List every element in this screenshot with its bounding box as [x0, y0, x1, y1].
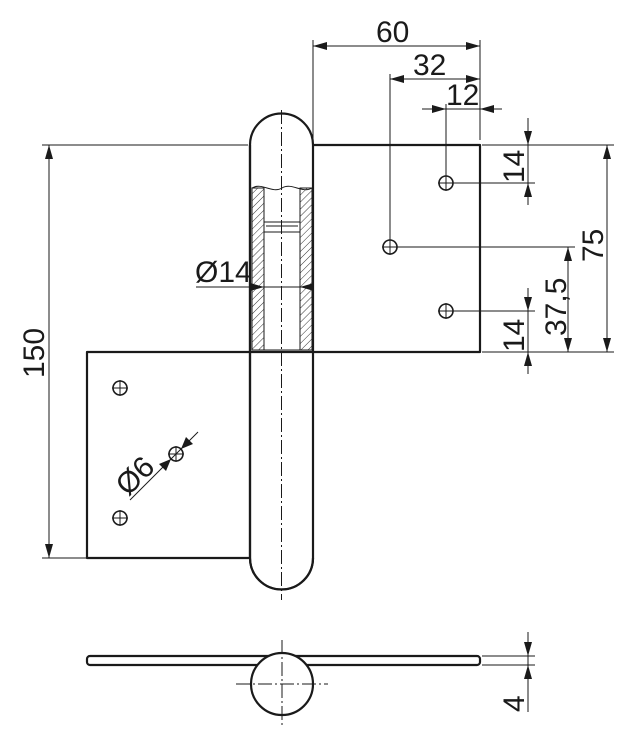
dim-hole-diameter: Ø6	[110, 431, 199, 502]
dim-label-32: 32	[413, 49, 446, 82]
lower-leaf	[85, 350, 250, 560]
dim-width-60: 60	[312, 16, 481, 140]
lower-leaf-holes	[112, 380, 184, 526]
dim-label-thickness: 4	[498, 695, 531, 712]
upper-leaf-holes	[382, 175, 454, 319]
dim-label-14-top: 14	[498, 150, 531, 183]
dim-height-150: 150	[18, 144, 248, 559]
dim-hole-offset-top: 14	[454, 118, 535, 205]
dim-width-32: 32	[389, 49, 480, 240]
upper-leaf	[313, 143, 482, 354]
dim-label-60: 60	[376, 16, 409, 49]
dim-thickness: 4	[482, 632, 535, 712]
hinge-bottom-view	[85, 640, 482, 726]
dim-height-37-5: 37,5	[398, 246, 575, 352]
dim-hole-offset-bottom: 14	[454, 288, 535, 374]
dim-pin-diameter: Ø14	[195, 256, 314, 291]
knuckle-section-right	[299, 187, 313, 351]
knuckle-section-left	[251, 187, 265, 351]
dim-label-14-bottom: 14	[498, 319, 531, 352]
dim-label-12: 12	[446, 79, 479, 112]
dim-label-75: 75	[577, 229, 610, 262]
hinge-knuckle	[248, 112, 315, 591]
dim-height-75: 75	[482, 144, 614, 353]
dim-label-37-5: 37,5	[540, 278, 573, 336]
dim-width-12: 12	[422, 79, 502, 176]
dim-label-hole-diameter: Ø6	[110, 450, 162, 502]
dim-label-150: 150	[18, 328, 51, 378]
dim-label-pin-diameter: Ø14	[195, 256, 252, 289]
